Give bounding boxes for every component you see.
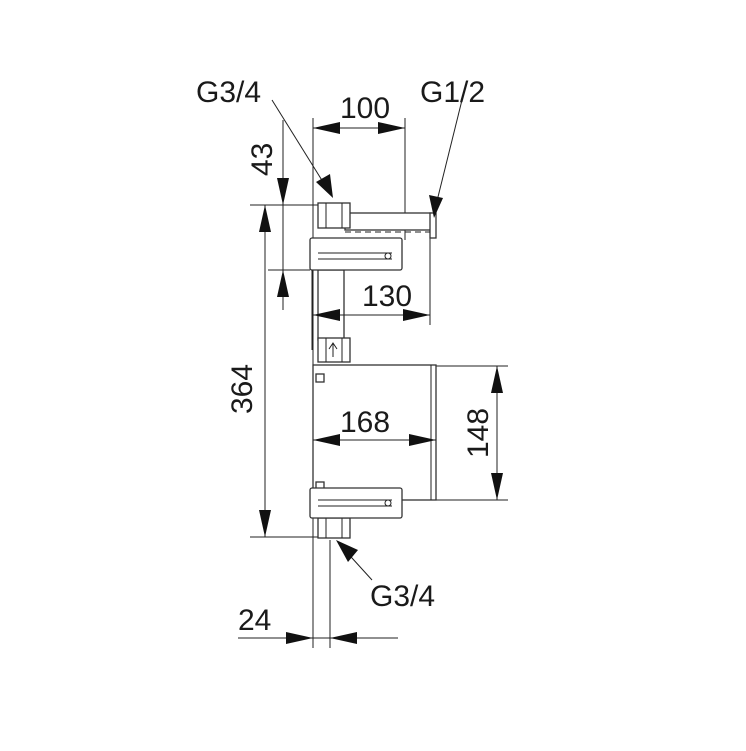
label-thread-top-right: G1/2 xyxy=(420,76,485,109)
middle-nut xyxy=(317,337,351,363)
label-dim-outlet-depth: 130 xyxy=(362,280,412,313)
mixer-body xyxy=(309,202,437,539)
label-thread-bottom: G3/4 xyxy=(370,580,435,613)
label-dim-top-width: 100 xyxy=(340,92,390,125)
bottom-nut xyxy=(317,517,351,539)
top-nut xyxy=(317,202,351,229)
dimension-lines xyxy=(238,99,503,644)
label-dim-top-height: 43 xyxy=(246,143,279,176)
top-handle xyxy=(309,237,403,271)
label-dim-body-height: 148 xyxy=(462,408,495,458)
label-thread-top-left: G3/4 xyxy=(196,76,261,109)
label-dim-body-depth: 168 xyxy=(340,406,390,439)
label-dim-total-height: 364 xyxy=(226,364,259,414)
bottom-handle xyxy=(309,487,403,519)
label-dim-wall-offset: 24 xyxy=(238,604,271,637)
